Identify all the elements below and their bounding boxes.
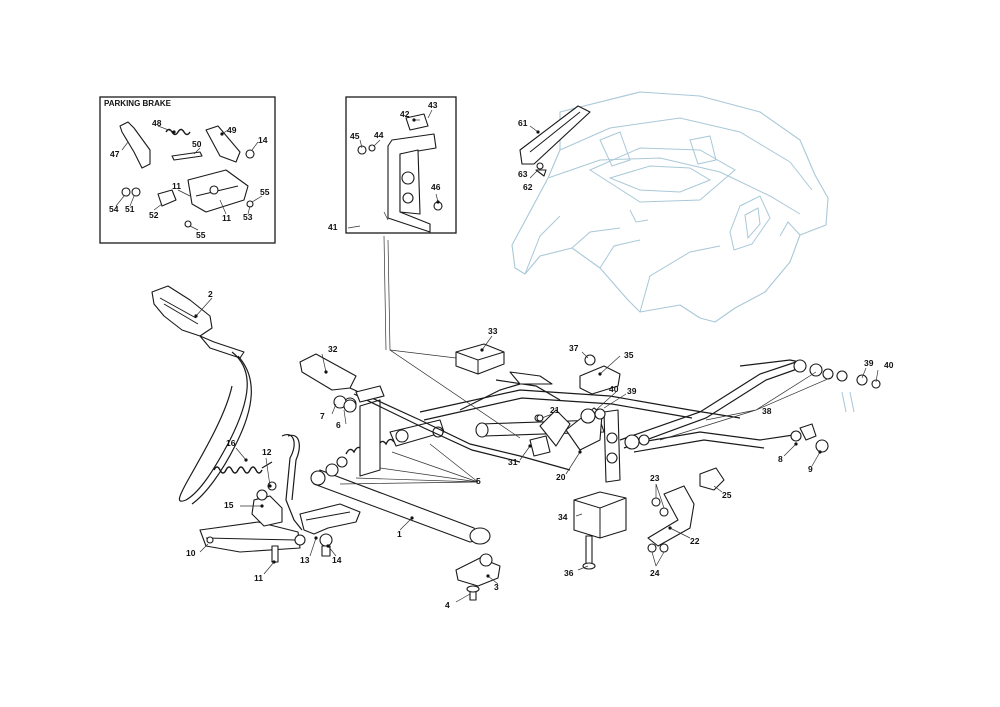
callout-35: 35 [624,350,634,360]
callout-42: 42 [400,109,410,119]
callout-12: 12 [262,447,272,457]
pb-callout-48: 48 [152,118,162,128]
pb-callout-47: 47 [110,149,120,159]
leader-lines [115,109,879,603]
callout-9: 9 [808,464,813,474]
callout-10: 10 [186,548,196,558]
callout-11: 11 [254,573,263,583]
callout-37: 37 [569,343,579,353]
pb-callout-11-top: 11 [172,181,181,191]
pb-callout-53: 53 [243,212,253,222]
callout-2: 2 [208,289,213,299]
pb-callout-54: 54 [109,204,119,214]
parking-brake-inset: PARKING BRAKE [99,96,276,244]
parking-brake-title: PARKING BRAKE [104,99,172,108]
callout-39-right: 39 [864,358,874,368]
callout-24: 24 [650,568,660,578]
callout-39-mid: 39 [627,386,637,396]
pb-callout-14: 14 [258,135,268,145]
pb-callout-55-right: 55 [260,187,270,197]
callout-15: 15 [224,500,234,510]
pb-callout-49: 49 [227,125,237,135]
callout-36: 36 [564,568,574,578]
rear-body-shell [511,91,855,413]
callout-40-right: 40 [884,360,894,370]
callout-45: 45 [350,131,360,141]
parking-brake-frame [99,96,276,244]
pb-callout-51: 51 [125,204,135,214]
leader-dots [172,118,822,578]
spring-16 [213,466,263,474]
callout-34: 34 [558,512,568,522]
switch-inset [345,96,457,234]
callout-4: 4 [445,600,450,610]
callout-20: 20 [556,472,566,482]
bracket-22 [647,485,695,547]
callout-33: 33 [488,326,498,336]
switch-inset-frame [345,96,457,234]
callout-62: 62 [523,182,533,192]
callout-6: 6 [336,420,341,430]
pb-callout-52: 52 [149,210,159,220]
callout-1: 1 [397,529,402,539]
callout-32: 32 [328,344,338,354]
callout-38: 38 [762,406,772,416]
callout-31: 31 [508,457,518,467]
callout-61: 61 [518,118,528,128]
callout-numbers: 1 2 3 4 5 6 7 8 9 10 11 12 13 14 15 16 2… [109,100,894,610]
callout-21: 21 [550,405,560,415]
callout-40-mid: 40 [609,384,619,394]
callout-5: 5 [476,476,481,486]
callout-23: 23 [650,473,660,483]
callout-16: 16 [226,438,236,448]
callout-22: 22 [690,536,700,546]
callout-8: 8 [778,454,783,464]
callout-13: 13 [300,555,310,565]
callout-41: 41 [328,222,338,232]
pb-callout-50: 50 [192,139,202,149]
callout-14: 14 [332,555,342,565]
callout-43: 43 [428,100,438,110]
callout-7: 7 [320,411,325,421]
reflector-group [519,105,591,177]
pb-callout-55-bottom: 55 [196,230,206,240]
arm-32 [299,353,357,391]
pedal-pad [151,285,213,337]
callout-63: 63 [518,169,528,179]
main-assembly [151,285,881,601]
callout-46: 46 [431,182,441,192]
pb-callout-11-bottom: 11 [222,213,231,223]
bracket-10 [199,521,301,553]
callout-3: 3 [494,582,499,592]
callout-44: 44 [374,130,384,140]
callout-25: 25 [722,490,732,500]
